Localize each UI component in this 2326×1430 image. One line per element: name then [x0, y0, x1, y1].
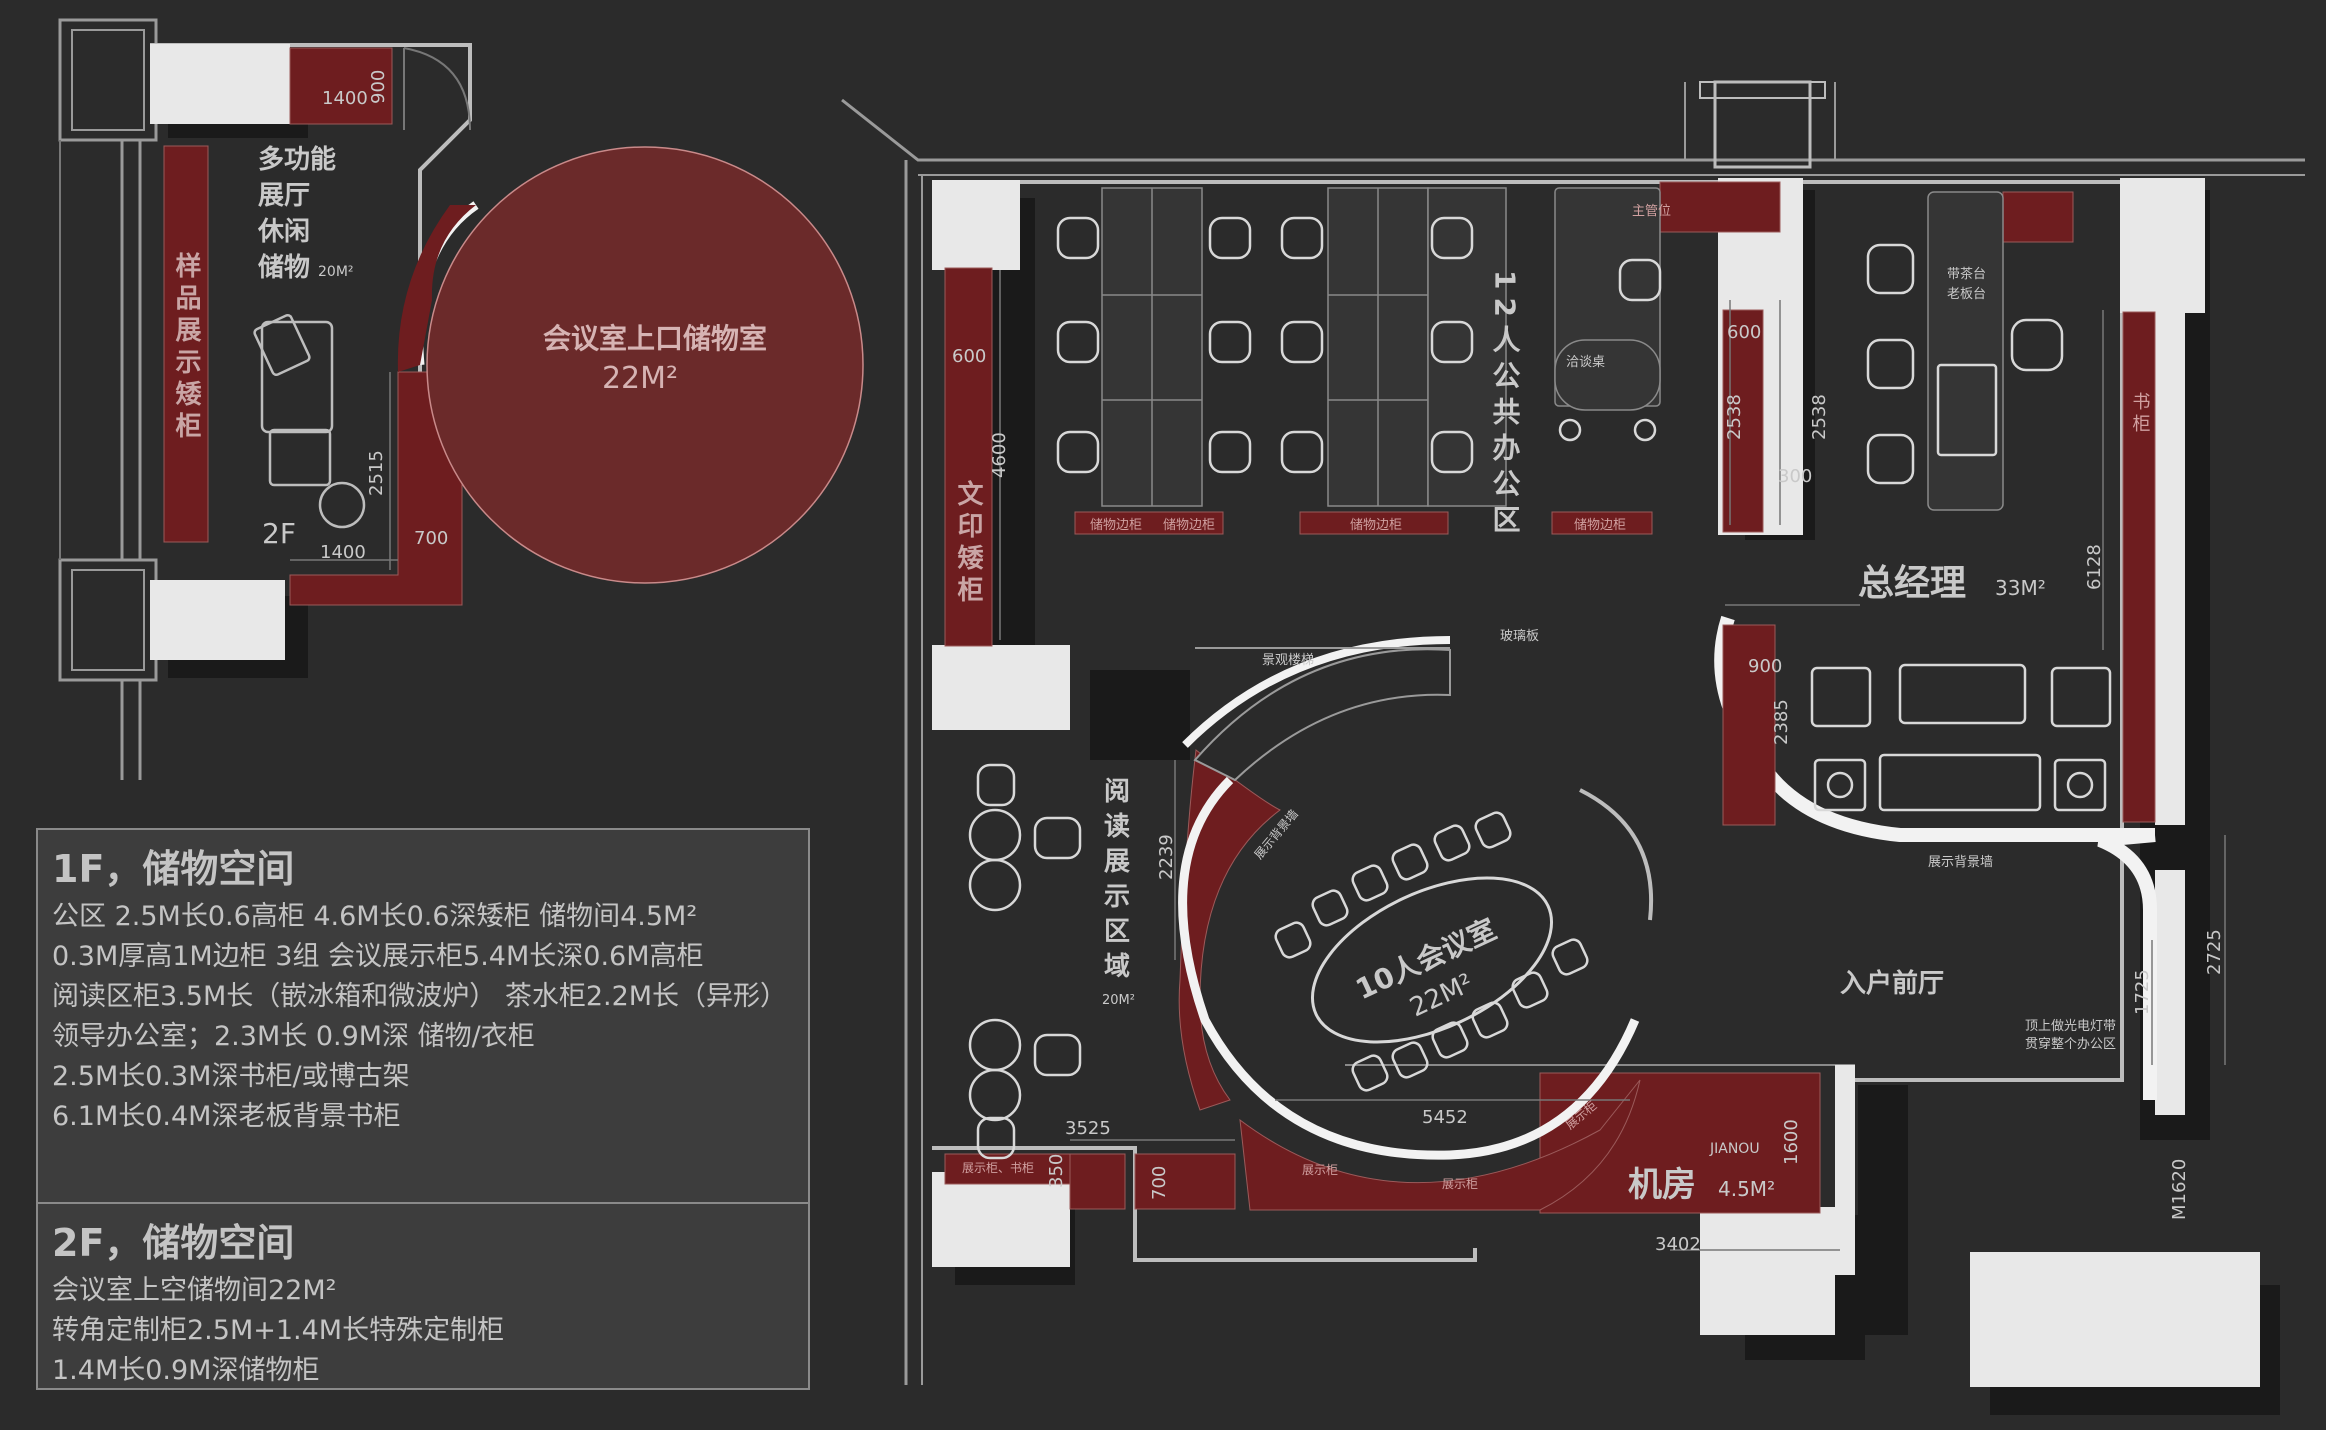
gm-area: 33M² — [1995, 576, 2046, 600]
dim-300: 300 — [1778, 466, 1812, 487]
edge-cabinet-label-2: 储物边柜 — [1163, 518, 1215, 533]
dim-1600: 1600 — [1781, 1119, 1802, 1165]
legend-2f-line: 转角定制柜2.5M+1.4M长特殊定制柜 — [52, 1315, 505, 1346]
reading-area-line-1: 阅 — [1104, 777, 1130, 807]
zone-title-line-2: 展厅 — [258, 181, 310, 211]
zone-title-line-3: 休闲 — [257, 217, 310, 247]
gm-sofa-set — [1810, 363, 2112, 812]
landscape-stairs — [1193, 648, 1451, 782]
dim-2f-side-depth: 2515 — [366, 450, 387, 496]
dim-m1620: M1620 — [2169, 1159, 2190, 1220]
dim-600: 600 — [1727, 322, 1761, 343]
tea-desk-line-2: 老板台 — [1947, 287, 1986, 302]
gm-label: 总经理 — [1858, 563, 1966, 604]
glass-label: 玻璃板 — [1500, 629, 1539, 644]
dim-2725: 2725 — [2204, 929, 2225, 975]
dim-print-length: 4600 — [989, 432, 1010, 478]
zone-title-line-4: 储物 — [258, 252, 310, 283]
storage-room-area: 22M² — [602, 361, 678, 396]
open-office-label: 12人公共办公区 — [1489, 270, 1522, 541]
floor-label-2f: 2F — [262, 517, 296, 550]
dim-900: 900 — [1748, 656, 1782, 677]
dim-2f-bottom-len: 1400 — [320, 542, 366, 563]
dim-2f-top-len: 1400 — [322, 88, 368, 109]
office-chairs — [1056, 216, 2064, 485]
reading-area-line-3: 展 — [1104, 847, 1130, 877]
server-room-area: 4.5M² — [1718, 1177, 1775, 1201]
bookcase-label: 书柜 — [2130, 392, 2151, 436]
meeting-table — [1310, 876, 1554, 1044]
negotiation-label: 洽谈桌 — [1566, 355, 1605, 370]
display-book-label: 展示柜、书柜 — [962, 1161, 1034, 1175]
zone-title-line-1: 多功能 — [258, 144, 336, 175]
print-cabinet-label: 文印矮柜 — [953, 479, 983, 608]
edge-cabinet-label-3: 储物边柜 — [1350, 518, 1402, 533]
display-wall-label-2: 展示背景墙 — [1928, 855, 1993, 870]
gm-cabinet — [1722, 624, 1776, 826]
server-room-label: 机房 — [1628, 1165, 1696, 1205]
legend-1f-line: 领导办公室；2.3M长 0.9M深 储物/衣柜 — [52, 1021, 535, 1052]
zone-area: 20M² — [318, 264, 354, 280]
dim-2538a: 2538 — [1724, 394, 1745, 440]
reading-stools — [968, 763, 1082, 1160]
dim-2538b: 2538 — [1809, 394, 1830, 440]
dim-3525: 3525 — [1065, 1118, 1111, 1139]
legend-1f-line: 6.1M长0.4M深老板背景书柜 — [52, 1101, 401, 1132]
reading-area-size: 20M² — [1102, 993, 1135, 1008]
legend-1f-line: 2.5M长0.3M深书柜/或博古架 — [52, 1061, 410, 1092]
plan-2f: 多功能 展厅 休闲 储物 20M² 样品展示矮柜 1400 900 2515 1… — [58, 18, 864, 780]
dim-700: 700 — [1149, 1166, 1170, 1200]
reading-area-line-2: 读 — [1104, 812, 1130, 842]
sample-cabinet-label: 样品展示矮柜 — [171, 251, 201, 444]
display-cabinet-label-1: 展示柜 — [1302, 1163, 1338, 1177]
reading-area-line-6: 域 — [1104, 952, 1130, 982]
legend-2f-line: 会议室上空储物间22M² — [52, 1275, 337, 1306]
dim-3402: 3402 — [1655, 1234, 1701, 1255]
legend-1f-section: 1F，储物空间 公区 2.5M长0.6高柜 4.6M长0.6深矮柜 储物间4.5… — [38, 830, 808, 1204]
boss-cabinet — [2002, 191, 2074, 243]
edge-cabinet-label-1: 储物边柜 — [1090, 518, 1142, 533]
dim-2f-bottom-depth: 700 — [414, 528, 448, 549]
legend-1f-line: 阅读区柜3.5M长（嵌冰箱和微波炉） 茶水柜2.2M长（异形） — [52, 981, 788, 1012]
storage-room-label: 会议室上口储物室 — [543, 322, 767, 355]
legend-1f-title: 1F，储物空间 — [52, 847, 295, 891]
reading-area-line-5: 区 — [1104, 917, 1130, 947]
bookcase — [2122, 311, 2156, 823]
dim-6128: 6128 — [2084, 544, 2105, 590]
legend-2f-title: 2F，储物空间 — [52, 1221, 295, 1265]
dimension-lines — [999, 270, 2226, 1251]
print-cabinet — [944, 267, 993, 647]
tea-desk-line-1: 带茶台 — [1947, 266, 1986, 282]
legend-1f-line: 0.3M厚高1M边柜 3组 会议展示柜5.4M长深0.6M高柜 — [52, 941, 704, 972]
ceiling-note-line-1: 顶上做光电灯带 — [2025, 1019, 2116, 1034]
plan-1f: 文印矮柜 600 4600 12人公共办公区 储物边柜 储物边柜 储物边柜 储物… — [841, 80, 2305, 1415]
meeting-chairs — [1274, 811, 1589, 1092]
logo-text-server: JIANOU — [1709, 1141, 1760, 1157]
dim-1725: 1725 — [2132, 969, 2153, 1015]
legend-2f-line: 1.4M长0.9M深储物柜 — [52, 1355, 320, 1386]
display-cabinet-label-2: 展示柜 — [1442, 1177, 1478, 1191]
dim-print-width: 600 — [952, 346, 986, 367]
ceiling-note-line-2: 贯穿整个办公区 — [2025, 1036, 2116, 1052]
stair-label: 景观楼梯 — [1262, 653, 1314, 668]
dim-2385: 2385 — [1771, 699, 1792, 745]
main-pipe-label: 主管位 — [1632, 204, 1671, 219]
dim-2f-top-height: 900 — [368, 70, 389, 104]
reading-area-line-4: 示 — [1104, 882, 1130, 912]
open-office-desks — [1101, 187, 2004, 511]
legend-2f-section: 2F，储物空间 会议室上空储物间22M² 转角定制柜2.5M+1.4M长特殊定制… — [38, 1204, 808, 1388]
dim-350: 350 — [1046, 1154, 1067, 1188]
legend-1f-line: 公区 2.5M长0.6高柜 4.6M长0.6深矮柜 储物间4.5M² — [52, 901, 698, 932]
edge-cabinet-label-4: 储物边柜 — [1574, 518, 1626, 533]
dim-2239: 2239 — [1156, 834, 1177, 880]
storage-legend: 1F，储物空间 公区 2.5M长0.6高柜 4.6M长0.6深矮柜 储物间4.5… — [36, 828, 810, 1390]
dim-5452: 5452 — [1422, 1107, 1468, 1128]
entrance-label: 入户前厅 — [1840, 968, 1944, 999]
